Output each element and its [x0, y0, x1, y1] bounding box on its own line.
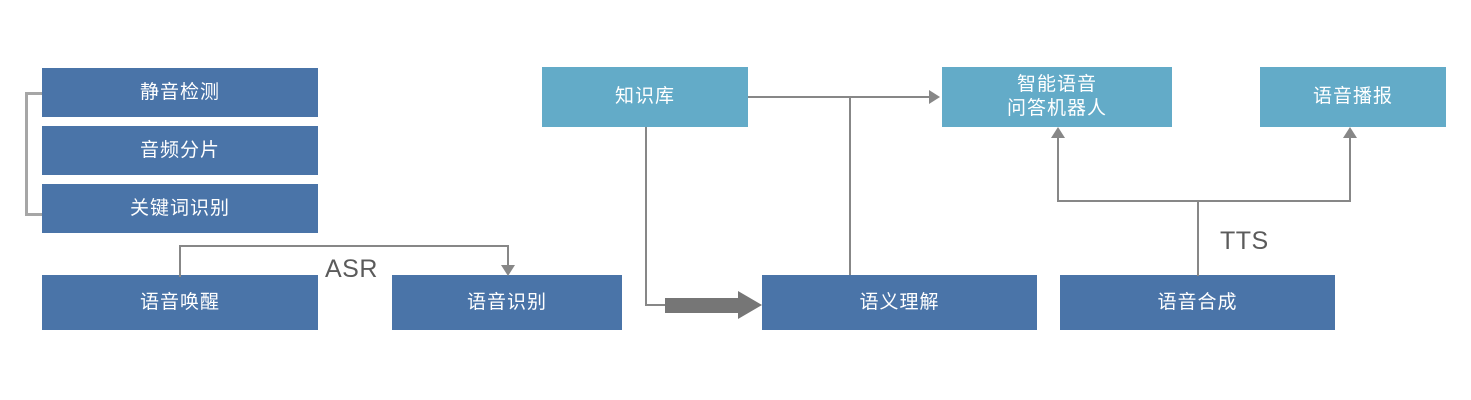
node-speech-recognition[interactable]: 语音识别 [392, 275, 622, 330]
tts-branch-left-arrowhead [1051, 127, 1065, 138]
kb-to-robot-arrowhead [929, 90, 940, 104]
node-voice-broadcast[interactable]: 语音播报 [1260, 67, 1446, 127]
node-qa-robot[interactable]: 智能语音 问答机器人 [942, 67, 1172, 127]
kb-to-semantic-block-arrow [665, 291, 762, 319]
edge-label-tts: TTS [1220, 227, 1269, 255]
tts-branch-right-vertical [1349, 138, 1351, 201]
kb-down-horizontal [645, 304, 667, 306]
semantic-up-vertical [849, 96, 851, 275]
edge-label-asr: ASR [325, 255, 378, 283]
asr-edge-vertical-right [507, 245, 509, 267]
node-speech-synthesis[interactable]: 语音合成 [1060, 275, 1335, 330]
node-silence-detection[interactable]: 静音检测 [42, 68, 318, 117]
tts-stem-vertical [1197, 200, 1199, 276]
kb-to-robot-horizontal [748, 96, 931, 98]
tts-branch-right-arrowhead [1343, 127, 1357, 138]
tts-horizontal [1057, 200, 1351, 202]
node-knowledge-base[interactable]: 知识库 [542, 67, 748, 127]
asr-edge-horizontal [179, 245, 509, 247]
kb-down-vertical [645, 127, 647, 305]
block-arrow-shaft [665, 298, 741, 313]
tts-branch-left-vertical [1057, 138, 1059, 201]
node-semantic-understanding[interactable]: 语义理解 [762, 275, 1037, 330]
asr-edge-vertical-left [179, 245, 181, 277]
block-arrow-head [738, 291, 762, 319]
grouping-bracket [25, 92, 43, 216]
node-keyword-spotting[interactable]: 关键词识别 [42, 184, 318, 233]
node-voice-wakeup[interactable]: 语音唤醒 [42, 275, 318, 330]
node-audio-segmentation[interactable]: 音频分片 [42, 126, 318, 175]
asr-edge-arrowhead [501, 265, 515, 276]
